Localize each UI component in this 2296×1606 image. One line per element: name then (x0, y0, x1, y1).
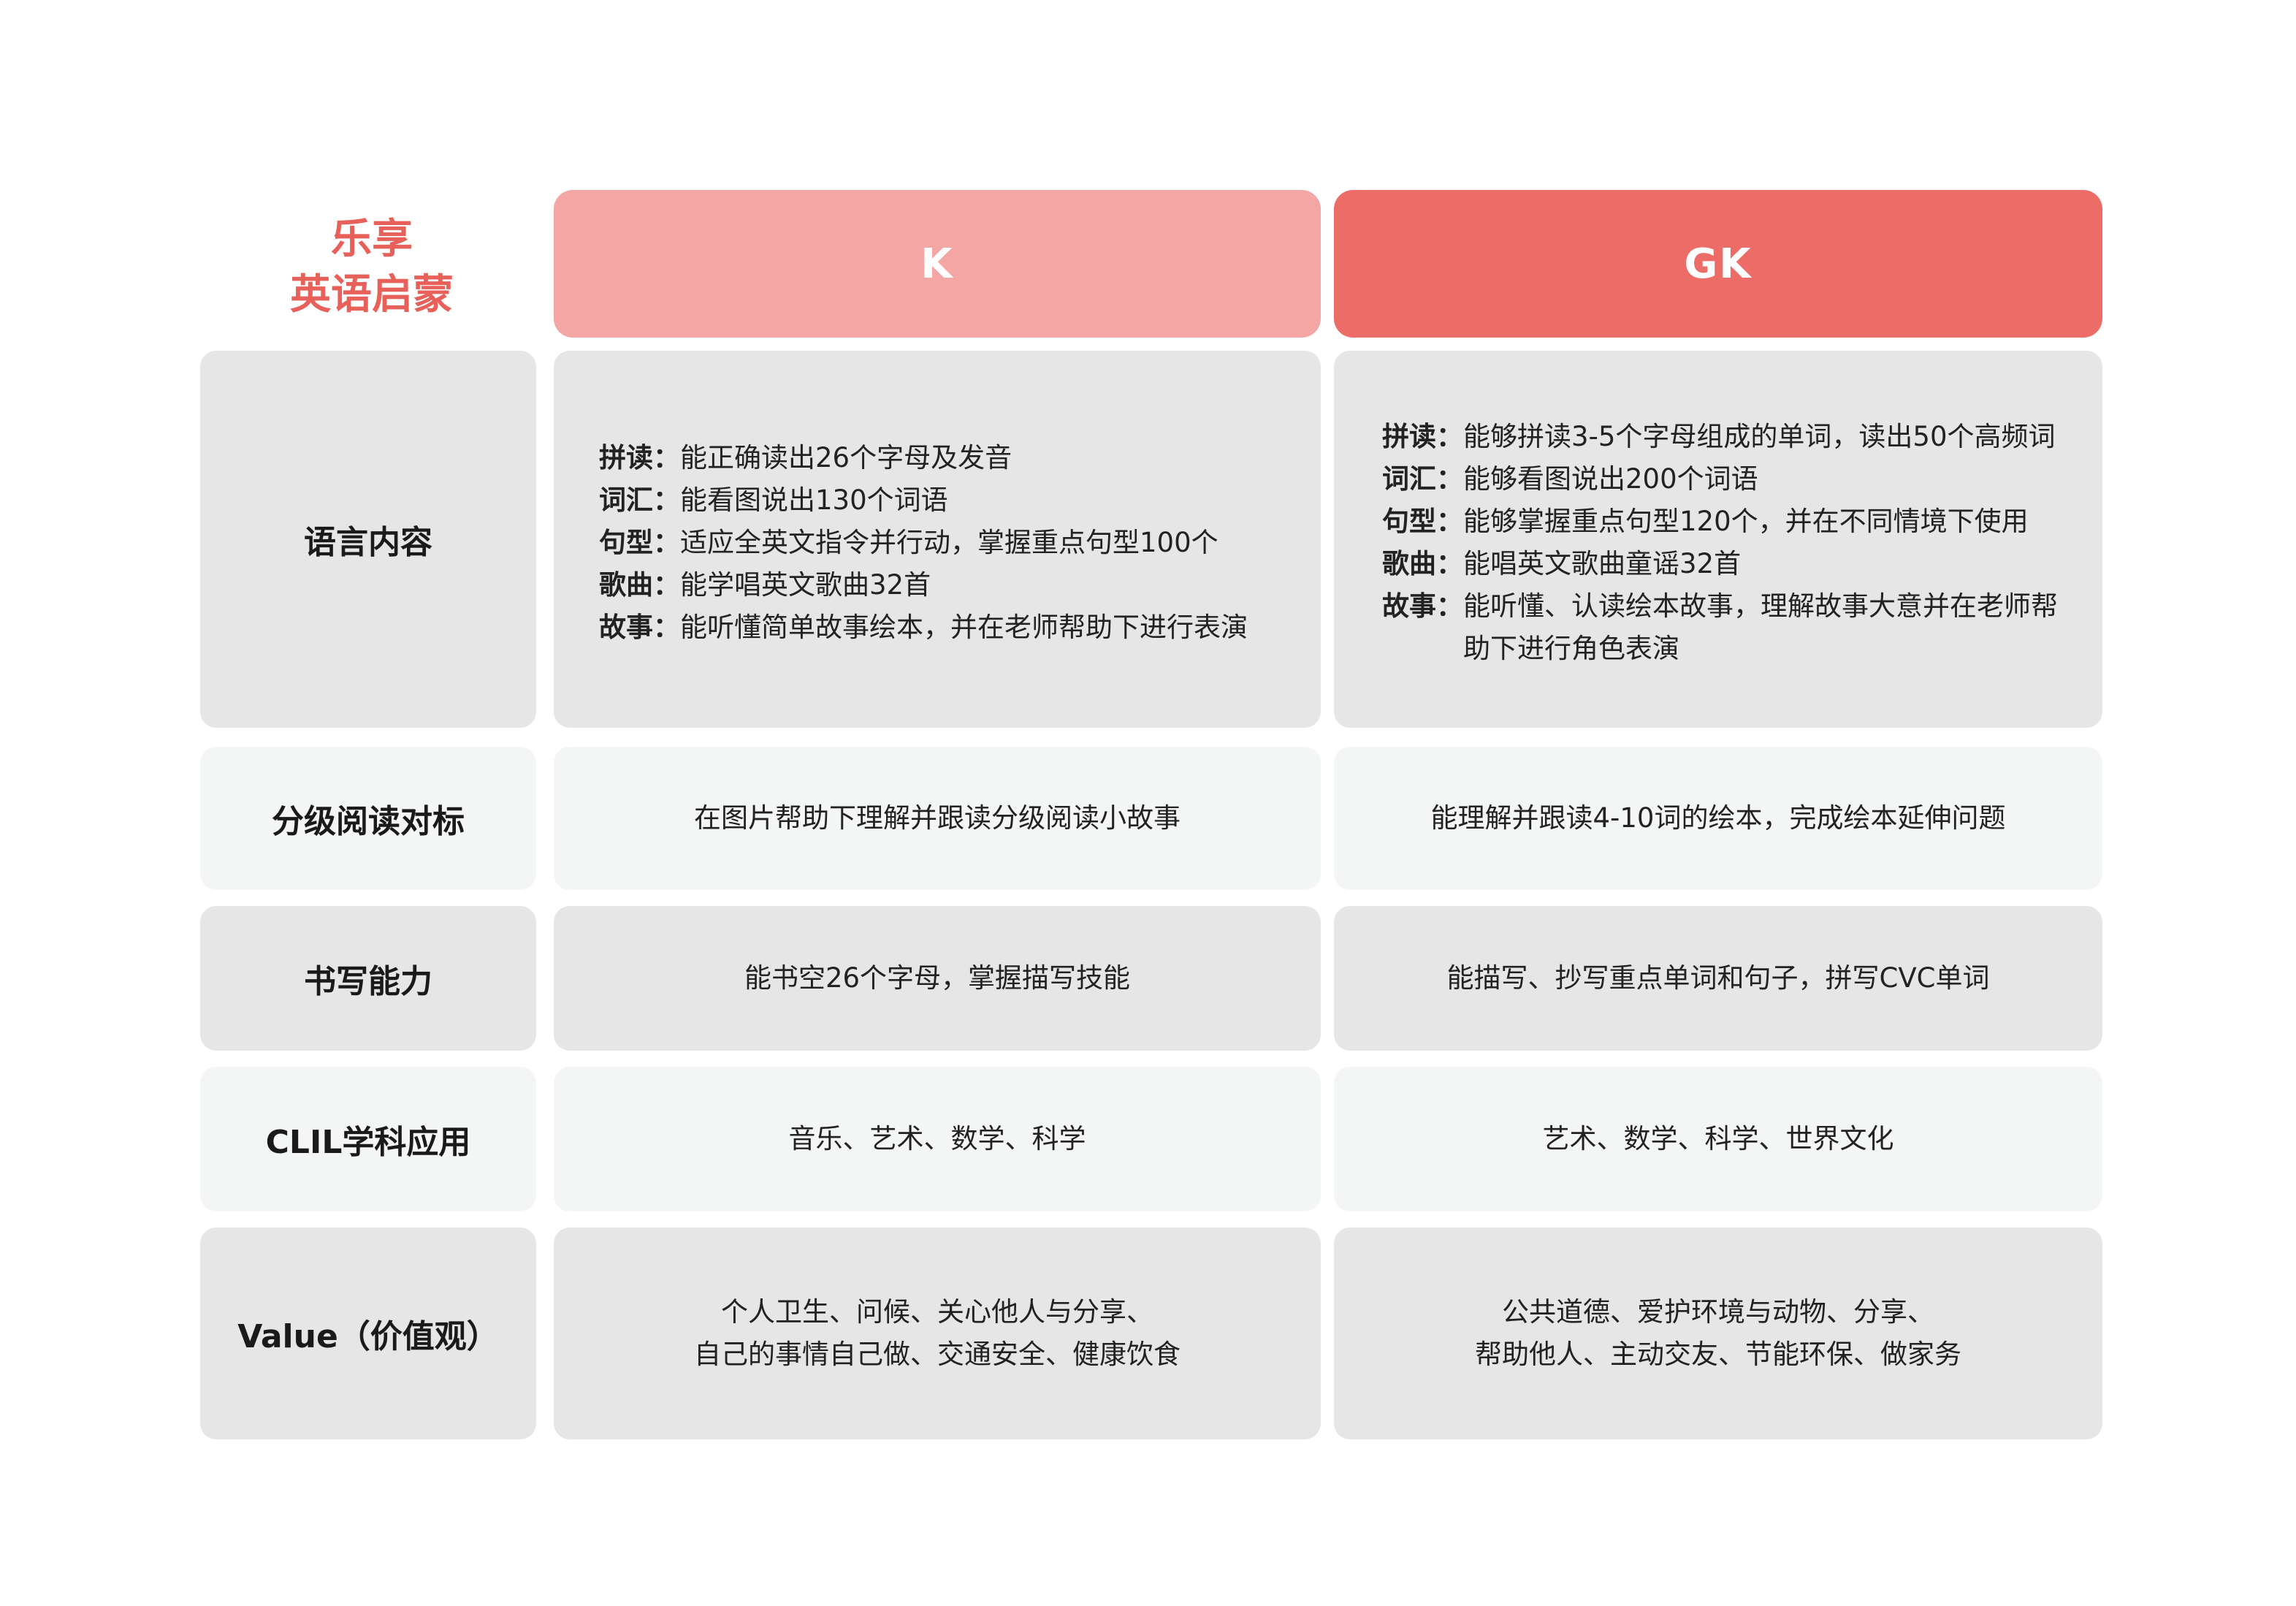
value-k-line-1: 个人卫生、问候、关心他人与分享、 (721, 1296, 1153, 1328)
language-k-item: 句型： 适应全英文指令并行动，掌握重点句型100个 (599, 522, 1292, 564)
row-label-reading: 分级阅读对标 (200, 747, 536, 890)
clil-k-cell: 音乐、艺术、数学、科学 (554, 1067, 1321, 1211)
language-k-item: 拼读： 能正确读出26个字母及发音 (599, 437, 1292, 479)
value-k-text: 个人卫生、问候、关心他人与分享、 自己的事情自己做、交通安全、健康饮食 (694, 1291, 1181, 1376)
detail-value: 能听懂简单故事绘本，并在老师帮助下进行表演 (680, 612, 1248, 643)
language-gk-item: 拼读： 能够拼读3-5个字母组成的单词，读出50个高频词 (1382, 416, 2073, 458)
reading-k-cell: 在图片帮助下理解并跟读分级阅读小故事 (554, 747, 1321, 890)
detail-value: 能够看图说出200个词语 (1463, 463, 1758, 495)
row-label-language-text: 语言内容 (304, 524, 432, 561)
writing-k-cell: 能书空26个字母，掌握描写技能 (554, 906, 1321, 1051)
detail-key: 拼读： (1382, 421, 1463, 452)
detail-value: 能够拼读3-5个字母组成的单词，读出50个高频词 (1463, 421, 2056, 452)
language-k-item: 词汇： 能看图说出130个词语 (599, 479, 1292, 522)
language-k-list: 拼读： 能正确读出26个字母及发音 词汇： 能看图说出130个词语 句型： 适应… (554, 430, 1321, 649)
column-header-k-label: K (920, 240, 954, 288)
row-label-writing: 书写能力 (200, 906, 536, 1051)
value-gk-text: 公共道德、爱护环境与动物、分享、 帮助他人、主动交友、节能环保、做家务 (1475, 1291, 1961, 1376)
brand-line-2: 英语启蒙 (290, 271, 454, 319)
row-label-value-text: Value（价值观） (237, 1318, 499, 1355)
detail-value: 能唱英文歌曲童谣32首 (1463, 548, 1742, 579)
language-gk-item: 故事： 能听懂、认读绘本故事，理解故事大意并在老师帮助下进行角色表演 (1382, 585, 2073, 670)
clil-gk-cell: 艺术、数学、科学、世界文化 (1334, 1067, 2102, 1211)
column-header-gk: GK (1334, 190, 2102, 338)
detail-value: 适应全英文指令并行动，掌握重点句型100个 (680, 527, 1218, 558)
value-gk-cell: 公共道德、爱护环境与动物、分享、 帮助他人、主动交友、节能环保、做家务 (1334, 1228, 2102, 1439)
detail-key: 歌曲： (1382, 548, 1463, 579)
language-gk-item: 句型： 能够掌握重点句型120个，并在不同情境下使用 (1382, 501, 2073, 543)
row-label-clil-text: CLIL学科应用 (265, 1124, 471, 1161)
detail-key: 词汇： (599, 484, 680, 516)
detail-value: 能学唱英文歌曲32首 (680, 569, 931, 601)
value-k-cell: 个人卫生、问候、关心他人与分享、 自己的事情自己做、交通安全、健康饮食 (554, 1228, 1321, 1439)
row-label-writing-text: 书写能力 (304, 963, 432, 1000)
row-label-language: 语言内容 (200, 351, 536, 728)
brand-title: 乐享 英语启蒙 (202, 212, 542, 323)
detail-key: 故事： (1382, 590, 1463, 622)
language-gk-cell: 拼读： 能够拼读3-5个字母组成的单词，读出50个高频词 词汇： 能够看图说出2… (1334, 351, 2102, 728)
column-header-k: K (554, 190, 1321, 338)
detail-key: 故事： (599, 612, 680, 643)
value-gk-line-2: 帮助他人、主动交友、节能环保、做家务 (1475, 1339, 1961, 1370)
detail-key: 句型： (599, 527, 680, 558)
detail-value: 能正确读出26个字母及发音 (680, 442, 1012, 473)
language-gk-item: 歌曲： 能唱英文歌曲童谣32首 (1382, 543, 2073, 585)
language-gk-list: 拼读： 能够拼读3-5个字母组成的单词，读出50个高频词 词汇： 能够看图说出2… (1334, 408, 2102, 670)
language-k-cell: 拼读： 能正确读出26个字母及发音 词汇： 能看图说出130个词语 句型： 适应… (554, 351, 1321, 728)
detail-key: 歌曲： (599, 569, 680, 601)
clil-k-text: 音乐、艺术、数学、科学 (788, 1123, 1086, 1154)
writing-k-text: 能书空26个字母，掌握描写技能 (744, 962, 1131, 994)
row-label-clil: CLIL学科应用 (200, 1067, 536, 1211)
detail-key: 句型： (1382, 506, 1463, 537)
reading-gk-text: 能理解并跟读4-10词的绘本，完成绘本延伸问题 (1430, 802, 2006, 834)
value-gk-line-1: 公共道德、爱护环境与动物、分享、 (1502, 1296, 1934, 1328)
reading-gk-cell: 能理解并跟读4-10词的绘本，完成绘本延伸问题 (1334, 747, 2102, 890)
detail-key: 拼读： (599, 442, 680, 473)
value-k-line-2: 自己的事情自己做、交通安全、健康饮食 (694, 1339, 1181, 1370)
detail-value: 能够掌握重点句型120个，并在不同情境下使用 (1463, 506, 2029, 537)
clil-gk-text: 艺术、数学、科学、世界文化 (1542, 1123, 1894, 1154)
reading-k-text: 在图片帮助下理解并跟读分级阅读小故事 (694, 802, 1181, 834)
language-k-item: 歌曲： 能学唱英文歌曲32首 (599, 564, 1292, 606)
column-header-gk-label: GK (1684, 240, 1752, 288)
language-gk-item: 词汇： 能够看图说出200个词语 (1382, 458, 2073, 501)
brand-line-1: 乐享 (331, 216, 413, 263)
writing-gk-cell: 能描写、抄写重点单词和句子，拼写CVC单词 (1334, 906, 2102, 1051)
detail-value: 能看图说出130个词语 (680, 484, 948, 516)
detail-value: 能听懂、认读绘本故事，理解故事大意并在老师帮助下进行角色表演 (1463, 590, 2058, 664)
row-label-value: Value（价值观） (200, 1228, 536, 1439)
writing-gk-text: 能描写、抄写重点单词和句子，拼写CVC单词 (1446, 962, 1990, 994)
row-label-reading-text: 分级阅读对标 (272, 803, 465, 840)
language-k-item: 故事： 能听懂简单故事绘本，并在老师帮助下进行表演 (599, 606, 1292, 649)
detail-key: 词汇： (1382, 463, 1463, 495)
